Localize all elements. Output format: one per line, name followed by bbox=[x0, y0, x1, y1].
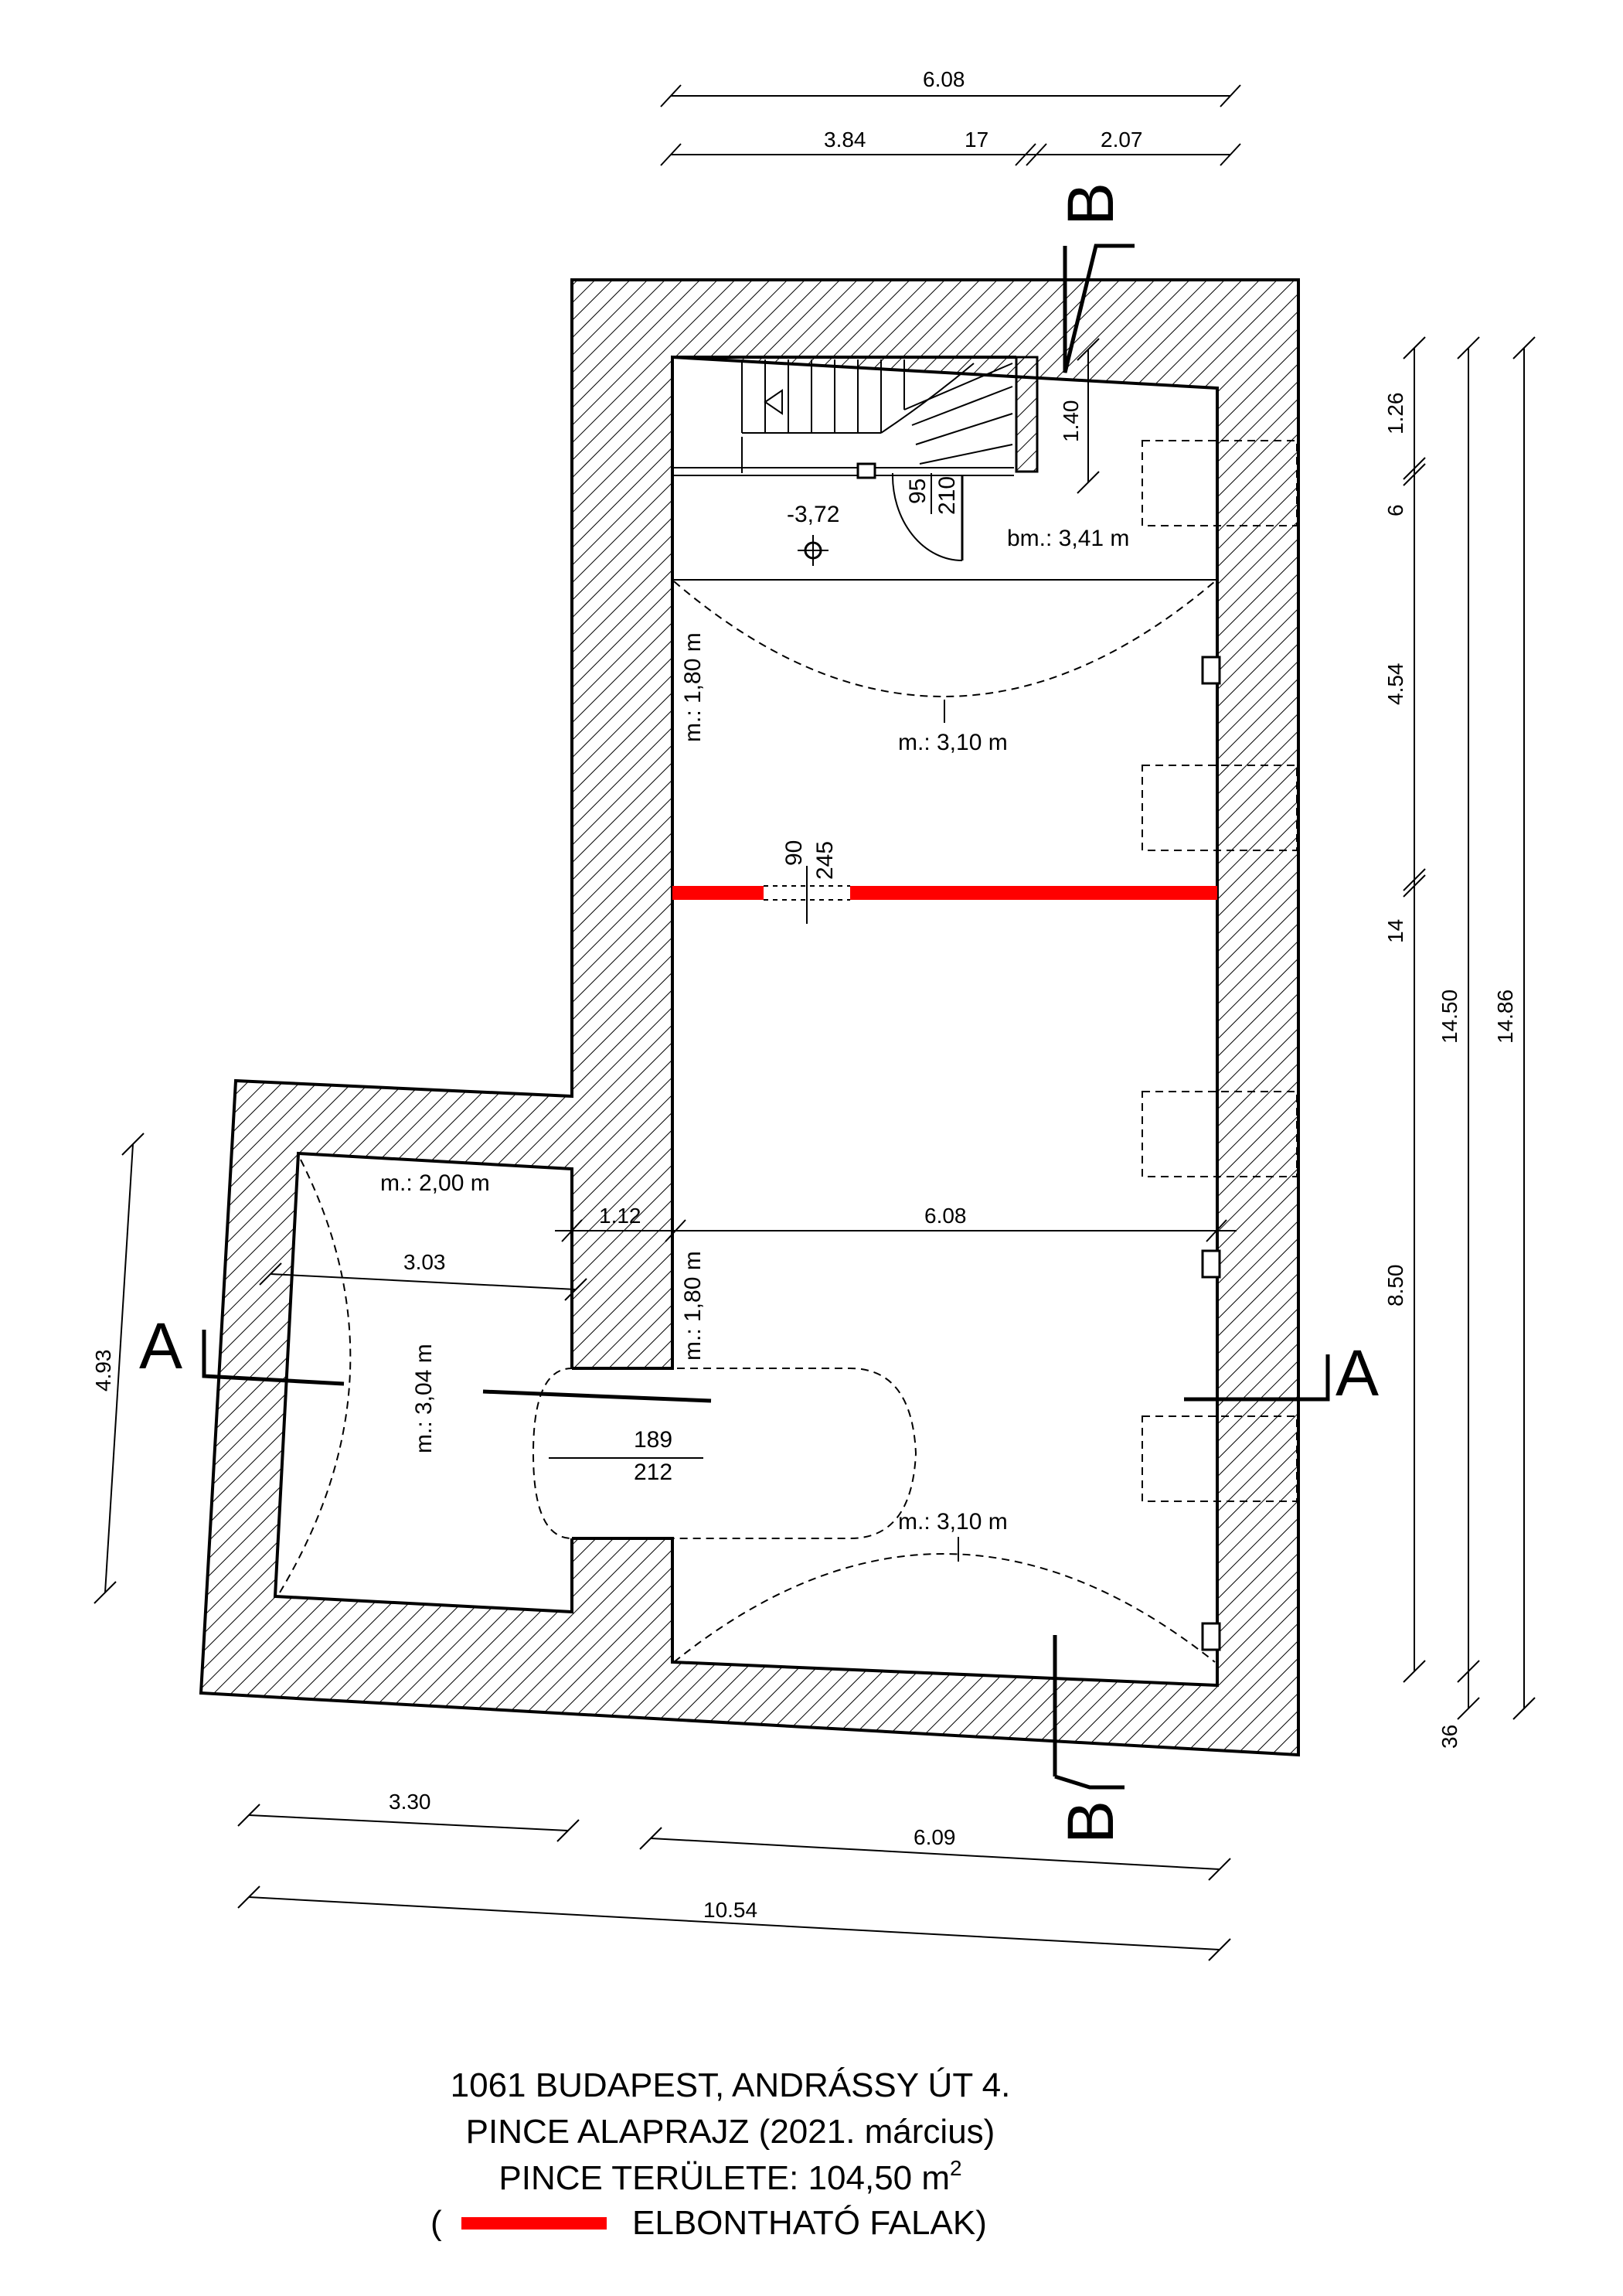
upper-vault-height-label: m.: 1,80 m bbox=[680, 632, 706, 742]
dim-bottom-total: 10.54 bbox=[703, 1898, 757, 1922]
stair-door-h-label: 210 bbox=[934, 476, 960, 515]
dim-stair-height: 1.40 bbox=[1059, 400, 1083, 443]
stair-post bbox=[856, 462, 876, 479]
dimension-labels: 6.08 3.84 17 2.07 1.40 1.26 6 4.54 14 8.… bbox=[91, 67, 1517, 1922]
level-marker: -3,72 bbox=[787, 502, 839, 566]
title-block: 1061 BUDAPEST, ANDRÁSSY ÚT 4. PINCE ALAP… bbox=[430, 2066, 1010, 2242]
stair-door-swing bbox=[891, 472, 963, 561]
passage-h-label: 212 bbox=[634, 1460, 672, 1485]
dim-top-seg2: 17 bbox=[965, 128, 988, 152]
section-a-left-dash bbox=[482, 1389, 712, 1403]
section-a-left-marker: A bbox=[139, 1310, 182, 1382]
section-b-bottom-hook bbox=[1054, 1774, 1125, 1790]
dim-right-seg1: 1.26 bbox=[1383, 393, 1407, 435]
side-vault-label: m.: 3,04 m bbox=[411, 1344, 437, 1453]
legend-text: ELBONTHATÓ FALAK) bbox=[632, 2204, 987, 2242]
red-wall-right bbox=[850, 886, 1217, 900]
stair-arrow-icon bbox=[764, 389, 783, 415]
stair-treads bbox=[741, 359, 1013, 473]
side-room-floor bbox=[273, 1151, 573, 1614]
ceiling-stair-label: bm.: 3,41 m bbox=[1007, 526, 1129, 551]
wall-niche-1 bbox=[1201, 656, 1221, 685]
title-plan-name: PINCE ALAPRAJZ (2021. március) bbox=[466, 2113, 995, 2151]
title-address: 1061 BUDAPEST, ANDRÁSSY ÚT 4. bbox=[451, 2066, 1011, 2104]
dim-bottom-seg1: 3.30 bbox=[389, 1790, 431, 1814]
dashed-recess-2 bbox=[1142, 765, 1298, 851]
stair-partition-wall bbox=[1015, 356, 1039, 473]
dim-right-total1: 14.50 bbox=[1438, 990, 1461, 1044]
side-vault-arc-left bbox=[279, 1159, 352, 1593]
room-labels: bm.: 3,41 m m.: 3,10 m m.: 1,80 m 95 210… bbox=[380, 473, 1129, 1562]
red-wall-left bbox=[672, 886, 764, 900]
dim-top-total: 6.08 bbox=[923, 67, 965, 91]
dim-right-total2: 14.86 bbox=[1493, 990, 1517, 1044]
wall-niche-3 bbox=[1201, 1622, 1221, 1651]
upper-vault-label: m.: 3,10 m bbox=[898, 730, 1008, 755]
staircase bbox=[672, 356, 1217, 581]
dim-right-seg5: 8.50 bbox=[1383, 1265, 1407, 1307]
section-b-top-marker: B bbox=[1054, 182, 1127, 226]
wall-niche-2 bbox=[1201, 1249, 1221, 1279]
passage-w-label: 189 bbox=[634, 1427, 672, 1453]
section-a-right-marker: A bbox=[1335, 1337, 1379, 1409]
dim-left-height: 4.93 bbox=[91, 1350, 115, 1392]
legend-open-paren: ( bbox=[430, 2204, 442, 2242]
dim-right-seg6: 36 bbox=[1438, 1725, 1461, 1749]
dashed-recess-4 bbox=[1142, 1415, 1298, 1502]
dashed-recess-1 bbox=[1142, 440, 1298, 526]
section-a-right-line bbox=[1184, 1354, 1330, 1402]
dashed-recess-3 bbox=[1142, 1091, 1298, 1177]
dim-bottom-seg2: 6.09 bbox=[914, 1825, 956, 1849]
lower-vault-arc bbox=[673, 1553, 1216, 1663]
lower-vault-height-label: m.: 1,80 m bbox=[680, 1251, 706, 1361]
upper-vault-arc bbox=[673, 581, 1216, 697]
dim-right-seg3: 4.54 bbox=[1383, 663, 1407, 706]
dim-right-seg2: 6 bbox=[1383, 504, 1407, 516]
dimension-lines bbox=[94, 84, 1536, 1961]
side-room-label: m.: 2,00 m bbox=[380, 1170, 490, 1196]
title-area: PINCE TERÜLETE: 104,50 m2 bbox=[498, 2156, 961, 2197]
vaults bbox=[279, 581, 1216, 1663]
stair-door-w-label: 95 bbox=[905, 479, 931, 504]
section-a-left-line bbox=[202, 1330, 345, 1386]
section-b-bottom-marker: B bbox=[1054, 1800, 1127, 1844]
passage-vault bbox=[532, 1368, 917, 1539]
section-lines bbox=[202, 244, 1330, 1790]
level-label: -3,72 bbox=[787, 502, 839, 527]
upper-door-w-label: 90 bbox=[781, 840, 807, 866]
stair-curve bbox=[880, 363, 975, 434]
dim-top-seg1: 3.84 bbox=[824, 128, 866, 152]
dim-wall-thickness: 1.12 bbox=[599, 1204, 641, 1228]
dim-inner-width-left: 3.03 bbox=[403, 1250, 446, 1274]
title-area-text: PINCE TERÜLETE: 104,50 m bbox=[498, 2159, 950, 2197]
dim-right-seg4: 14 bbox=[1383, 919, 1407, 943]
demolishable-walls bbox=[672, 866, 1217, 924]
title-area-sup: 2 bbox=[950, 2156, 962, 2180]
upper-door-h-label: 245 bbox=[812, 841, 838, 880]
section-markers: A A B B bbox=[139, 182, 1379, 1844]
walls bbox=[199, 278, 1300, 1757]
lower-vault-label: m.: 3,10 m bbox=[898, 1509, 1008, 1535]
legend-red-swatch bbox=[461, 2217, 607, 2230]
dim-top-seg3: 2.07 bbox=[1101, 128, 1143, 152]
section-b-top-line bbox=[1063, 244, 1135, 373]
dim-inner-width-main: 6.08 bbox=[924, 1204, 967, 1228]
